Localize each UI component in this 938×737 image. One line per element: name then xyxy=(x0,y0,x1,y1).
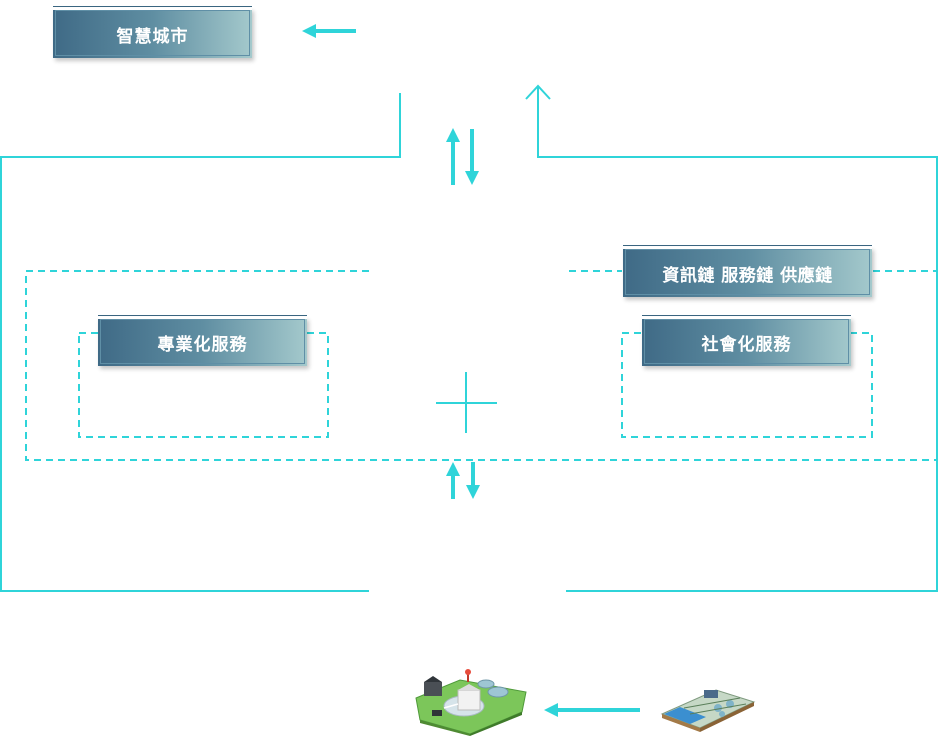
up-arrow-head xyxy=(525,84,551,100)
arrow-to-smart-city xyxy=(302,24,356,38)
chains-label: 資訊鏈 服務鏈 供應鏈 xyxy=(623,245,872,297)
water-facility-illustration xyxy=(660,689,756,732)
plus-icon xyxy=(436,372,497,433)
outer-frame-left xyxy=(0,93,401,592)
bidirectional-arrows-top xyxy=(446,128,479,185)
treatment-plant-illustration xyxy=(415,669,527,736)
smart-city-label: 智慧城市 xyxy=(53,6,252,58)
social-services-label: 社會化服務 xyxy=(642,315,851,366)
professional-services-label: 專業化服務 xyxy=(98,315,307,366)
outer-frame-right xyxy=(537,86,938,592)
bidirectional-arrows-bottom xyxy=(446,462,480,499)
dashed-container-middle xyxy=(25,270,937,461)
arrow-between-illustrations xyxy=(544,703,640,717)
